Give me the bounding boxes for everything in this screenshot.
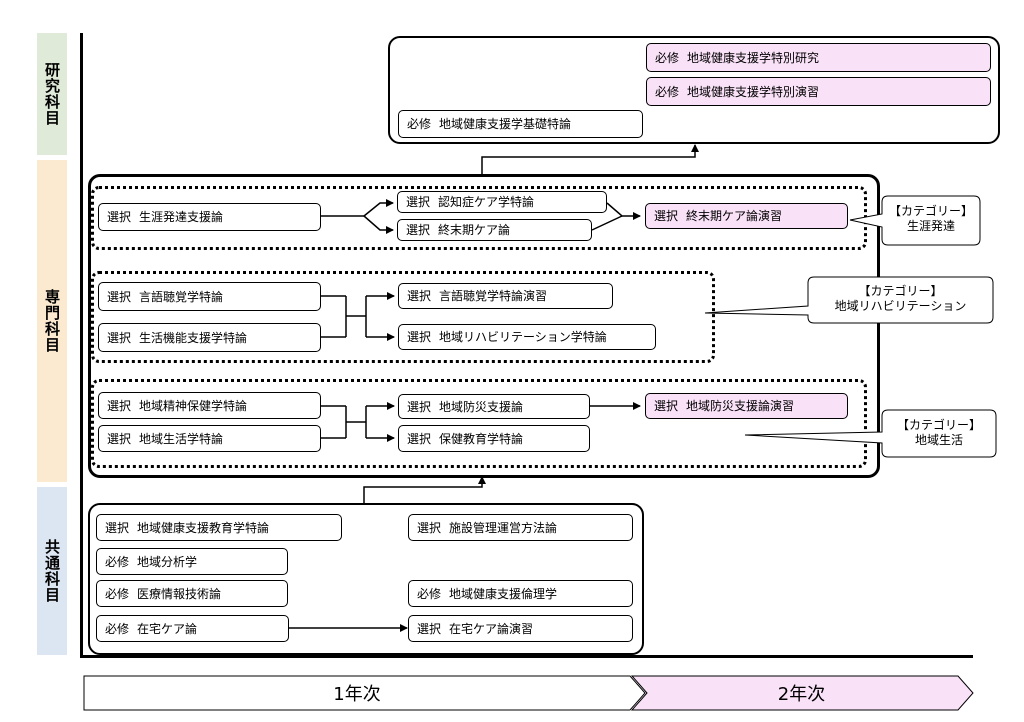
course-speech-hearing[interactable]: 選択言語聴覚学特論 xyxy=(98,282,321,311)
course-name: 地域リハビリテーション学特論 xyxy=(439,330,607,344)
course-kind: 選択 xyxy=(406,223,431,237)
year-2-label: 2年次 xyxy=(777,684,826,705)
course-kind: 必修 xyxy=(655,84,680,99)
course-name: 地域防災支援論演習 xyxy=(686,399,795,413)
course-health-support-ethics[interactable]: 必修地域健康支援倫理学 xyxy=(408,580,633,607)
course-kind: 必修 xyxy=(105,554,130,569)
course-home-care[interactable]: 必修在宅ケア論 xyxy=(96,615,289,642)
course-name: 生涯発達支援論 xyxy=(139,210,224,224)
course-name: 施設管理運営方法論 xyxy=(449,520,558,535)
course-kind: 選択 xyxy=(654,209,679,223)
course-name: 地域生活学特論 xyxy=(139,431,224,446)
common-frame xyxy=(88,503,644,655)
category-community-heading: 【カテゴリー】 xyxy=(896,418,981,432)
vertical-axis xyxy=(80,33,83,658)
course-research-seminar[interactable]: 必修地域健康支援学特別演習 xyxy=(646,77,991,106)
course-kind: 選択 xyxy=(417,520,442,535)
course-lifelong-support[interactable]: 選択生涯発達支援論 xyxy=(98,203,321,231)
course-kind: 必修 xyxy=(417,586,442,601)
course-name: 地域健康支援学特別研究 xyxy=(687,50,820,65)
community-dotted-group xyxy=(91,379,867,468)
course-community-rehab[interactable]: 選択地域リハビリテーション学特論 xyxy=(398,324,656,350)
category-rehab-name: 地域リハビリテーション xyxy=(834,299,967,313)
course-kind: 選択 xyxy=(407,330,432,344)
course-life-function[interactable]: 選択生活機能支援学特論 xyxy=(98,323,321,352)
course-name: 言語聴覚学特論 xyxy=(139,289,224,304)
course-kind: 選択 xyxy=(407,289,432,303)
band-common-label: 共通科目 xyxy=(43,539,61,603)
course-community-living[interactable]: 選択地域生活学特論 xyxy=(98,425,321,452)
course-name: 言語聴覚学特論演習 xyxy=(439,289,548,303)
rehab-dotted-group xyxy=(91,271,715,363)
year-1-label: 1年次 xyxy=(333,684,381,705)
course-kind: 選択 xyxy=(407,399,432,414)
course-end-of-life-care[interactable]: 選択終末期ケア論 xyxy=(397,219,592,241)
band-research-label: 研究科目 xyxy=(43,62,61,126)
course-kind: 必修 xyxy=(407,117,432,131)
course-disaster-support-seminar[interactable]: 選択地域防災支援論演習 xyxy=(645,393,848,419)
course-research-study[interactable]: 必修地域健康支援学特別研究 xyxy=(646,43,991,72)
category-community-callout: 【カテゴリー】 地域生活 xyxy=(882,418,996,448)
course-kind: 選択 xyxy=(407,431,432,446)
course-health-support-education[interactable]: 選択地域健康支援教育学特論 xyxy=(96,514,342,541)
course-facility-management[interactable]: 選択施設管理運営方法論 xyxy=(408,514,633,541)
course-name: 地域健康支援倫理学 xyxy=(449,586,558,601)
course-kind: 選択 xyxy=(107,398,132,413)
course-speech-hearing-seminar[interactable]: 選択言語聴覚学特論演習 xyxy=(398,283,613,309)
course-kind: 選択 xyxy=(107,431,132,446)
course-name: 在宅ケア論 xyxy=(137,621,198,636)
horizontal-axis xyxy=(80,655,973,658)
course-name: 医療情報技術論 xyxy=(137,586,222,601)
course-kind: 選択 xyxy=(654,399,679,413)
band-specialized-label: 専門科目 xyxy=(43,289,61,353)
course-kind: 必修 xyxy=(105,621,130,636)
category-community-name: 地域生活 xyxy=(914,433,963,447)
research-frame xyxy=(388,36,1000,144)
course-name: 生活機能支援学特論 xyxy=(139,330,248,345)
course-name: 認知症ケア学特論 xyxy=(438,195,535,209)
band-specialized: 専門科目 xyxy=(37,160,67,482)
course-name: 地域精神保健学特論 xyxy=(139,398,248,413)
course-kind: 選択 xyxy=(406,195,431,209)
course-regional-analysis[interactable]: 必修地域分析学 xyxy=(96,548,288,575)
band-research: 研究科目 xyxy=(37,33,67,155)
category-rehab-callout: 【カテゴリー】 地域リハビリテーション xyxy=(808,284,993,314)
course-research-basic[interactable]: 必修地域健康支援学基礎特論 xyxy=(398,110,643,138)
course-name: 地域健康支援教育学特論 xyxy=(137,520,270,535)
course-community-mental-health[interactable]: 選択地域精神保健学特論 xyxy=(98,392,321,419)
category-rehab-heading: 【カテゴリー】 xyxy=(858,284,943,298)
course-kind: 必修 xyxy=(655,50,680,65)
course-name: 地域分析学 xyxy=(137,554,198,569)
course-name: 地域健康支援学特別演習 xyxy=(687,84,820,99)
course-name: 保健教育学特論 xyxy=(439,431,524,446)
course-name: 終末期ケア論 xyxy=(438,223,511,237)
course-kind: 選択 xyxy=(107,210,132,224)
course-home-care-seminar[interactable]: 選択在宅ケア論演習 xyxy=(408,615,633,642)
course-kind: 選択 xyxy=(107,330,132,345)
course-disaster-support[interactable]: 選択地域防災支援論 xyxy=(398,394,590,419)
course-name: 終末期ケア論演習 xyxy=(686,209,783,223)
course-name: 地域防災支援論 xyxy=(439,399,524,414)
course-kind: 選択 xyxy=(417,621,442,636)
category-lifelong-heading: 【カテゴリー】 xyxy=(888,204,973,218)
course-name: 地域健康支援学基礎特論 xyxy=(439,117,572,131)
course-health-education[interactable]: 選択保健教育学特論 xyxy=(398,425,590,452)
band-common: 共通科目 xyxy=(37,487,67,655)
course-kind: 選択 xyxy=(105,520,130,535)
course-kind: 選択 xyxy=(107,289,132,304)
course-name: 在宅ケア論演習 xyxy=(449,621,534,636)
course-kind: 必修 xyxy=(105,586,130,601)
category-lifelong-name: 生涯発達 xyxy=(906,219,955,233)
course-dementia-care[interactable]: 選択認知症ケア学特論 xyxy=(397,191,607,213)
course-medical-info-tech[interactable]: 必修医療情報技術論 xyxy=(96,580,288,607)
course-end-of-life-care-seminar[interactable]: 選択終末期ケア論演習 xyxy=(645,203,848,229)
category-lifelong-callout: 【カテゴリー】 生涯発達 xyxy=(882,204,980,234)
